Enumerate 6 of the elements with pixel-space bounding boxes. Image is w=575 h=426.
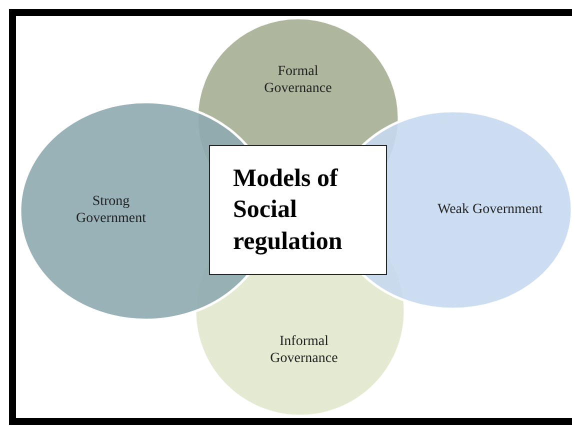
node-label: Weak Government <box>436 202 544 218</box>
node-label: Strong Government <box>75 194 147 228</box>
title-box <box>209 145 387 275</box>
node-label: Formal Governance <box>263 64 333 98</box>
node-label: Informal Governance <box>269 334 339 368</box>
title-text: Models of Social regulation <box>233 164 344 257</box>
